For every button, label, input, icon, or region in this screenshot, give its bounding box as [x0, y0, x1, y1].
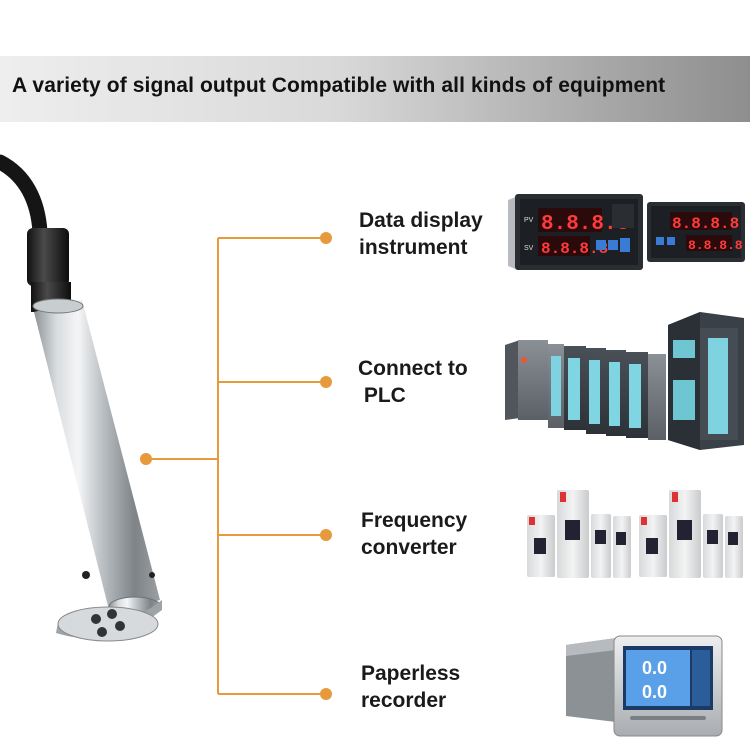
pv-label: PV: [524, 217, 534, 224]
output-label-plc-line2: PLC: [358, 384, 406, 407]
left-readout-bottom: 8.8.8.8: [541, 240, 608, 258]
sensor-dot: [140, 453, 152, 465]
sensor-body: [34, 300, 160, 614]
output-label-display-line2: instrument: [359, 236, 468, 259]
banner-title: A variety of signal output Compatible wi…: [12, 74, 666, 97]
output-dot-plc: [320, 376, 332, 388]
recorder-value-top: 0.0: [642, 658, 667, 678]
sensor-strain-relief: [27, 228, 69, 286]
recorder-value-bottom: 0.0: [642, 682, 667, 702]
output-label-display: Data display instrument: [359, 207, 483, 261]
output-dot-display: [320, 232, 332, 244]
left-readout-top: 8.8.8.8: [541, 213, 629, 236]
pressure-sensor-image: [0, 154, 162, 642]
plc-image: [505, 312, 744, 450]
right-readout-top: 8.8.8.8: [672, 215, 739, 233]
header-banner: [0, 56, 750, 122]
display-instrument-image: PV SV 8.8.8.8 8.8.8.8 8.8.8.8 8.8.8.8: [508, 194, 745, 270]
frequency-converter-image: [527, 490, 743, 578]
output-label-inverter-line1: Frequency: [361, 509, 468, 532]
output-label-plc: Connect to PLC: [358, 355, 468, 409]
right-readout-bottom: 8.8.8.8: [688, 238, 743, 253]
output-dot-inverter: [320, 529, 332, 541]
output-label-recorder: Paperless recorder: [361, 660, 460, 714]
output-label-display-line1: Data display: [359, 209, 483, 232]
output-label-recorder-line1: Paperless: [361, 662, 461, 685]
sv-label: SV: [524, 245, 534, 252]
output-label-inverter-line2: converter: [361, 536, 457, 559]
connector-tree: [146, 237, 326, 695]
sensor-cable: [0, 154, 48, 240]
output-label-recorder-line2: recorder: [361, 689, 447, 712]
output-label-plc-line1: Connect to: [358, 357, 468, 380]
output-label-inverter: Frequency converter: [361, 507, 467, 561]
output-dot-recorder: [320, 688, 332, 700]
paperless-recorder-image: 0.0 0.0: [566, 635, 723, 737]
